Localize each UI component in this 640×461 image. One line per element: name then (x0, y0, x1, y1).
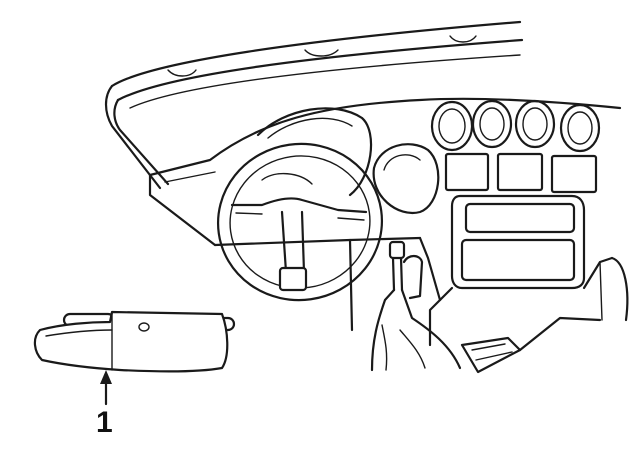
lower-console (348, 236, 602, 374)
steering-wheel (216, 142, 384, 302)
windshield-frame (104, 20, 524, 190)
instrument-hood (256, 107, 373, 197)
instrument-cluster (372, 143, 440, 215)
switch-panels (444, 152, 598, 194)
sun-visor (33, 310, 236, 373)
round-gauges (430, 99, 601, 153)
gear-shifter (370, 240, 462, 372)
center-console (428, 194, 629, 347)
callout-1: 1 (96, 370, 113, 439)
dashboard-top (148, 97, 622, 247)
callout-arrowhead (100, 370, 112, 384)
callout-number: 1 (96, 406, 113, 439)
